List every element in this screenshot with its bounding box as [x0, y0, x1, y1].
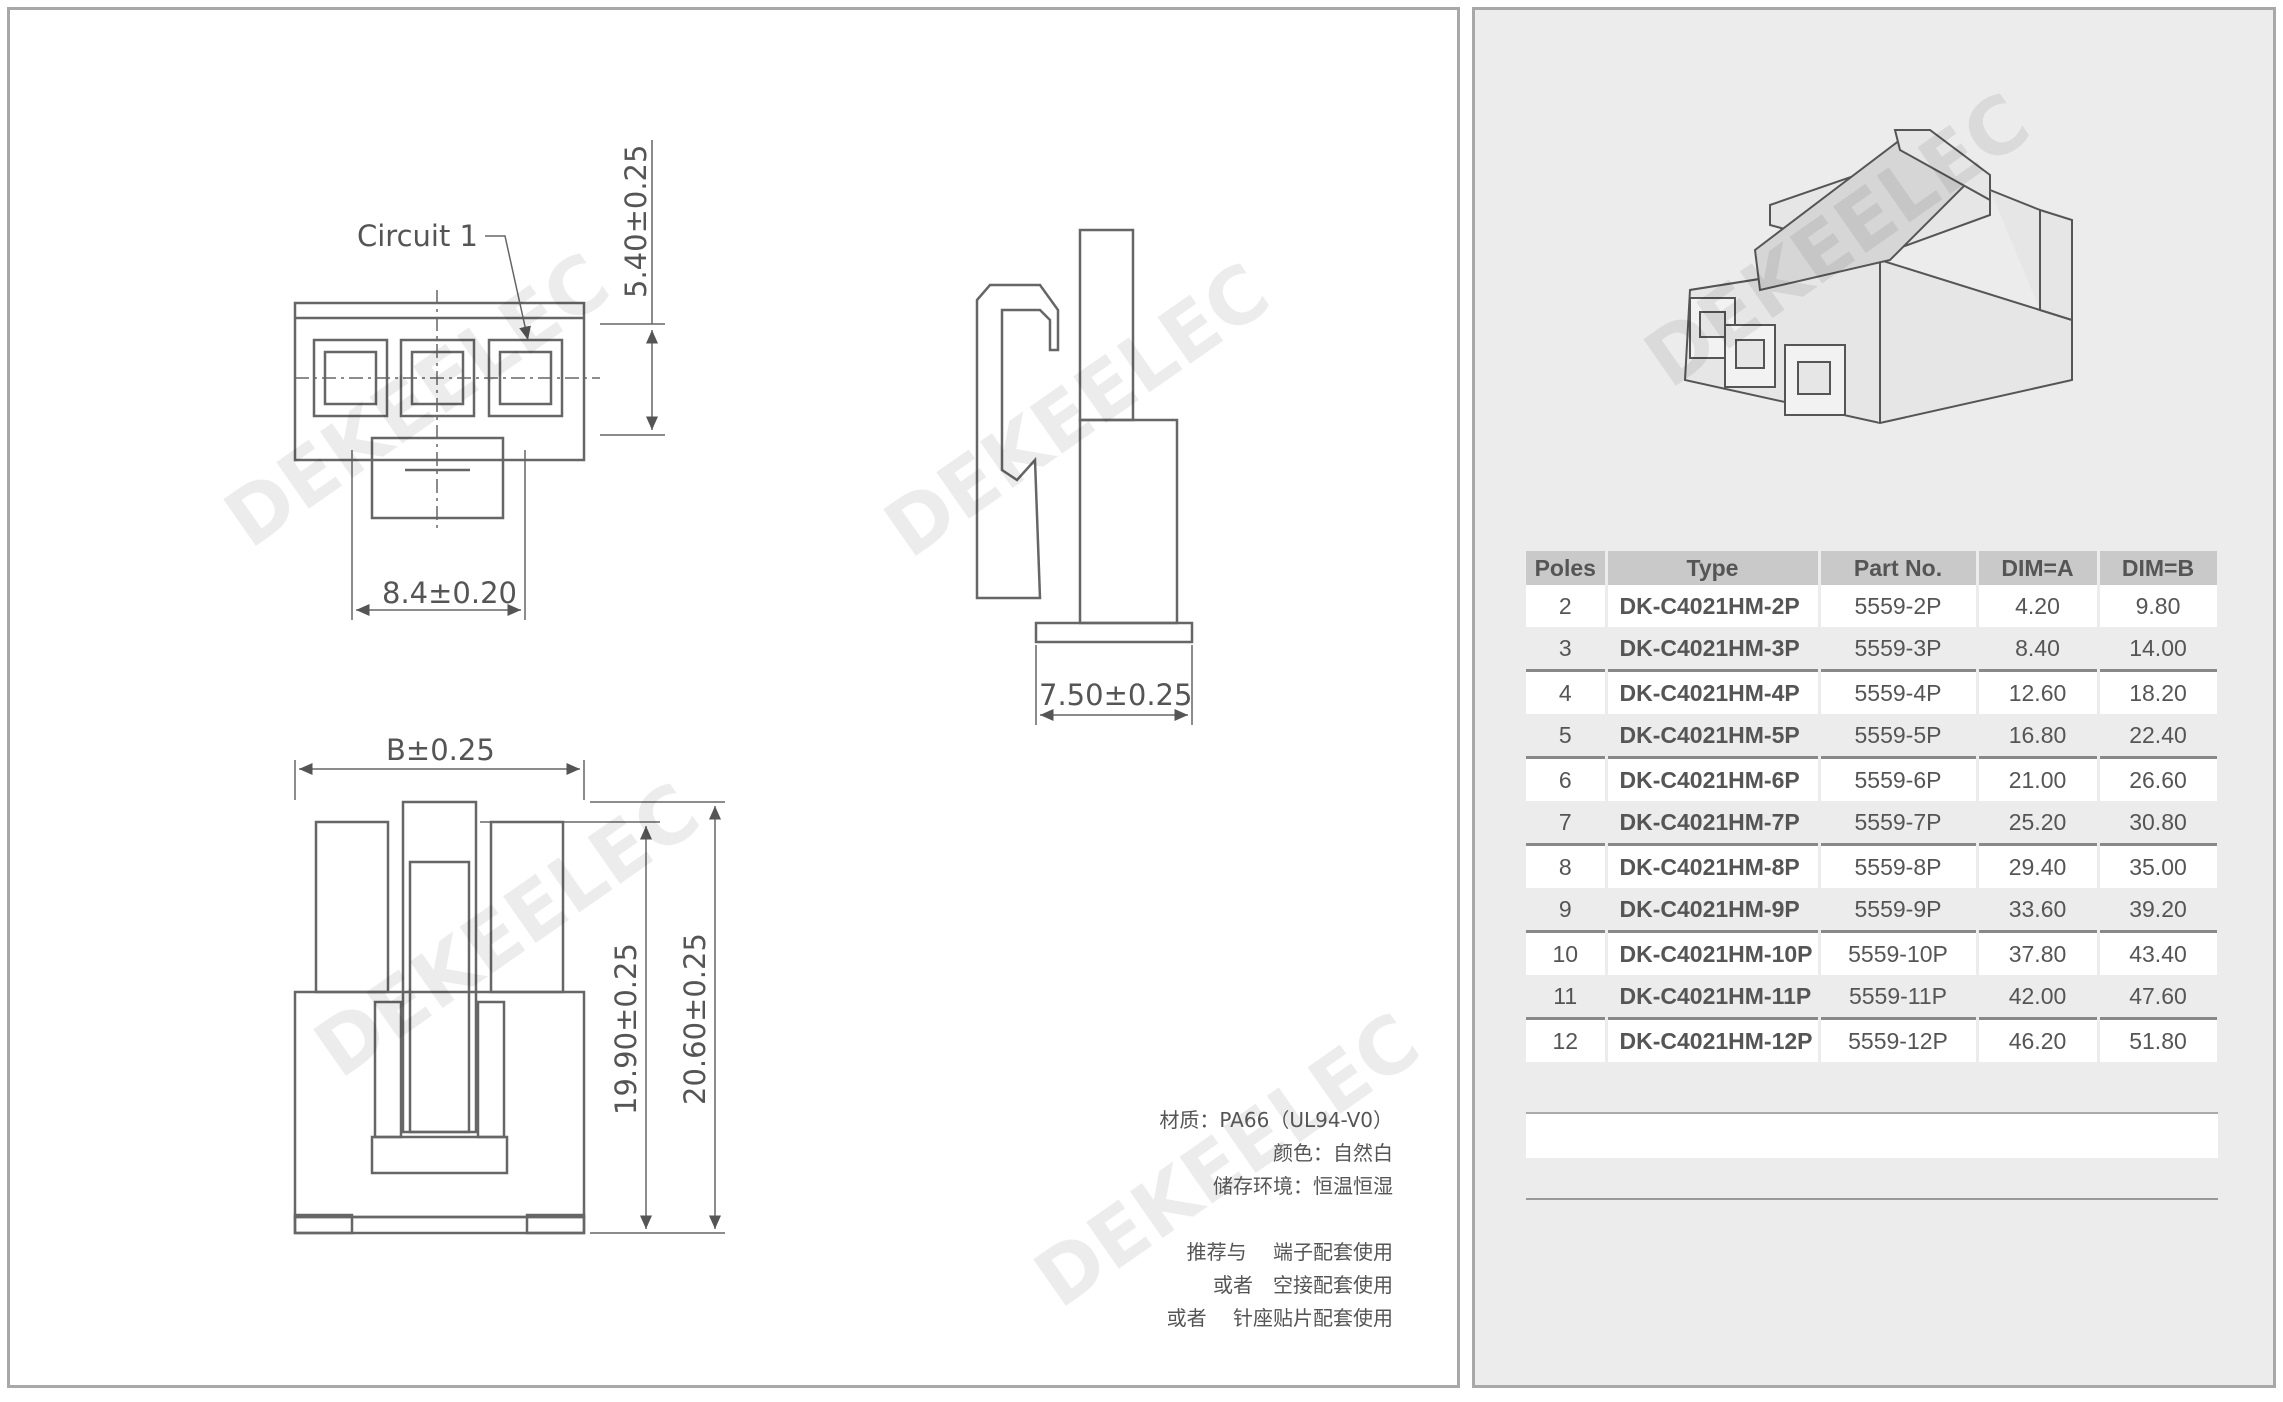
circuit-1-label: Circuit 1 — [357, 219, 478, 253]
cell-poles: 3 — [1526, 627, 1608, 671]
cell-type: DK-C4021HM-7P — [1606, 801, 1821, 845]
front-view — [293, 800, 586, 1235]
cell-type: DK-C4021HM-5P — [1606, 714, 1821, 758]
cell-part-no: 5559-6P — [1819, 756, 1979, 801]
cell-type: DK-C4021HM-2P — [1606, 585, 1821, 627]
cell-poles: 8 — [1526, 843, 1608, 888]
cell-dim-b: 18.20 — [2098, 669, 2220, 714]
note-storage: 储存环境：恒温恒湿 — [1213, 1174, 1393, 1198]
cell-part-no: 5559-10P — [1819, 930, 1979, 975]
cell-poles: 9 — [1526, 888, 1608, 932]
top-width-dimension: 8.4±0.20 — [382, 576, 517, 610]
cell-dim-a: 33.60 — [1977, 888, 2100, 932]
cell-part-no: 5559-4P — [1819, 669, 1979, 714]
cell-dim-a: 4.20 — [1977, 585, 2100, 627]
cell-dim-a: 37.80 — [1977, 930, 2100, 975]
top-height-dimension: 5.40±0.25 — [619, 145, 653, 298]
cell-part-no: 5559-5P — [1819, 714, 1979, 758]
note-recommend-1: 推荐与 端子配套使用 — [1186, 1240, 1393, 1264]
connector-3d-image — [1683, 129, 2073, 425]
header-part-no: Part No. — [1819, 551, 1979, 585]
cell-poles: 7 — [1526, 801, 1608, 845]
cell-dim-a: 29.40 — [1977, 843, 2100, 888]
cell-dim-b: 47.60 — [2098, 975, 2220, 1019]
drawing-panel — [7, 7, 1460, 1388]
cell-type: DK-C4021HM-11P — [1606, 975, 1821, 1019]
cell-dim-a: 21.00 — [1977, 756, 2100, 801]
cell-type: DK-C4021HM-9P — [1606, 888, 1821, 932]
cell-type: DK-C4021HM-6P — [1606, 756, 1821, 801]
cell-dim-a: 42.00 — [1977, 975, 2100, 1019]
front-width-dimension: B±0.25 — [386, 733, 495, 767]
empty-table-row — [1526, 1112, 2218, 1158]
cell-poles: 12 — [1526, 1017, 1608, 1062]
cell-dim-a: 25.20 — [1977, 801, 2100, 845]
cell-part-no: 5559-2P — [1819, 585, 1979, 627]
cell-dim-b: 35.00 — [2098, 843, 2220, 888]
watermark: DEKEELEC — [299, 766, 715, 1095]
cell-dim-b: 22.40 — [2098, 714, 2220, 758]
cell-poles: 2 — [1526, 585, 1608, 627]
cell-dim-b: 30.80 — [2098, 801, 2220, 845]
cell-part-no: 5559-12P — [1819, 1017, 1979, 1062]
cell-dim-a: 46.20 — [1977, 1017, 2100, 1062]
front-inner-height-dimension: 19.90±0.25 — [609, 943, 643, 1115]
cell-poles: 11 — [1526, 975, 1608, 1019]
header-dim-a: DIM=A — [1977, 551, 2100, 585]
cell-part-no: 5559-9P — [1819, 888, 1979, 932]
note-recommend-2: 或者 空接配套使用 — [1213, 1273, 1393, 1297]
note-color: 颜色：自然白 — [1273, 1141, 1393, 1165]
header-dim-b: DIM=B — [2098, 551, 2220, 585]
cell-poles: 4 — [1526, 669, 1608, 714]
header-type: Type — [1606, 551, 1821, 585]
watermark: DEKEELEC — [869, 246, 1285, 575]
header-poles: Poles — [1526, 551, 1608, 585]
cell-type: DK-C4021HM-3P — [1606, 627, 1821, 671]
side-view — [975, 228, 1194, 644]
cell-poles: 6 — [1526, 756, 1608, 801]
cell-type: DK-C4021HM-12P — [1606, 1017, 1821, 1062]
cell-poles: 10 — [1526, 930, 1608, 975]
front-outer-height-dimension: 20.60±0.25 — [678, 933, 712, 1105]
cell-poles: 5 — [1526, 714, 1608, 758]
cell-dim-b: 43.40 — [2098, 930, 2220, 975]
cell-part-no: 5559-8P — [1819, 843, 1979, 888]
cell-type: DK-C4021HM-4P — [1606, 669, 1821, 714]
cell-part-no: 5559-7P — [1819, 801, 1979, 845]
cell-type: DK-C4021HM-10P — [1606, 930, 1821, 975]
divider — [1526, 1198, 2218, 1200]
cell-dim-b: 51.80 — [2098, 1017, 2220, 1062]
table-header: Poles Type Part No. DIM=A DIM=B — [1526, 551, 2220, 585]
cell-dim-a: 16.80 — [1977, 714, 2100, 758]
note-recommend-3: 或者 针座贴片配套使用 — [1166, 1306, 1393, 1330]
material-notes: 材质：PA66（UL94-V0） 颜色：自然白 储存环境：恒温恒湿 推荐与 端子… — [1159, 1104, 1393, 1335]
cell-dim-b: 26.60 — [2098, 756, 2220, 801]
cell-dim-a: 12.60 — [1977, 669, 2100, 714]
cell-part-no: 5559-3P — [1819, 627, 1979, 671]
cell-type: DK-C4021HM-8P — [1606, 843, 1821, 888]
cell-dim-b: 9.80 — [2098, 585, 2220, 627]
cell-part-no: 5559-11P — [1819, 975, 1979, 1019]
cell-dim-b: 39.20 — [2098, 888, 2220, 932]
cell-dim-a: 8.40 — [1977, 627, 2100, 671]
side-width-dimension: 7.50±0.25 — [1039, 678, 1192, 712]
top-view — [293, 290, 600, 530]
note-material: 材质：PA66（UL94-V0） — [1159, 1108, 1393, 1132]
cell-dim-b: 14.00 — [2098, 627, 2220, 671]
